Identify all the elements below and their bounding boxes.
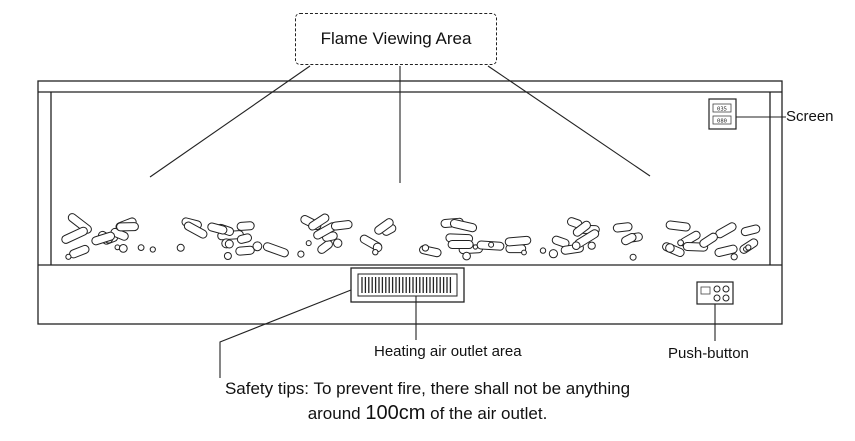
ember-stone (629, 253, 637, 261)
safety-leader-line (219, 289, 352, 378)
flame-viewing-area-callout: Flame Viewing Area (295, 13, 497, 65)
log-bed (61, 213, 761, 261)
screen-bottom-value: 080 (717, 119, 727, 125)
push-button-label: Push-button (668, 345, 749, 362)
ember-stone (488, 241, 495, 248)
log-piece (317, 239, 333, 254)
ember-stone (223, 252, 232, 260)
log-piece (447, 239, 474, 250)
ember-stone (149, 246, 156, 253)
ember-stone (548, 249, 559, 259)
ember-stone (224, 239, 234, 249)
screen-top-value: 035 (717, 107, 727, 113)
log-piece (116, 222, 139, 232)
ember-stone (421, 244, 430, 252)
log-piece (330, 220, 353, 231)
log-piece (572, 220, 591, 237)
ember-stone (372, 249, 379, 256)
log-piece (308, 213, 330, 231)
ember-stone (305, 240, 312, 247)
safety-line-1: Safety tips: To prevent fire, there shal… (224, 379, 631, 398)
ember-stone (587, 241, 596, 250)
ember-stone (677, 239, 684, 247)
safety-line-2: around 100cm of the air outlet. (0, 401, 855, 426)
log-piece (235, 245, 255, 256)
log-piece (665, 220, 691, 232)
ember-stone (176, 243, 185, 252)
log-piece (69, 244, 90, 259)
log-piece (61, 226, 88, 244)
ember-stone (730, 253, 738, 261)
log-piece (262, 242, 289, 258)
air-outlet-grille (350, 267, 465, 303)
ember-stone (137, 244, 145, 252)
screen-label: Screen (786, 108, 834, 125)
ember-stone (333, 238, 343, 248)
safety-line-2-suffix: of the air outlet. (425, 404, 548, 423)
log-piece (374, 218, 394, 235)
ember-stone (571, 241, 581, 250)
ember-stone (665, 243, 675, 253)
ember-stone (118, 244, 128, 253)
fireplace-body (37, 80, 783, 325)
ember-stone (521, 249, 527, 256)
log-piece (714, 244, 738, 257)
ember-stone (472, 244, 478, 250)
heating-outlet-label: Heating air outlet area (374, 343, 522, 360)
screen-display: 035 080 (708, 98, 737, 130)
log-piece (91, 231, 116, 246)
ember-stone (462, 251, 471, 261)
ember-stone (252, 241, 263, 252)
log-piece (612, 222, 633, 233)
log-piece (621, 232, 637, 246)
log-piece (504, 235, 532, 247)
safety-line-2-prefix: around (307, 404, 366, 423)
log-piece (699, 232, 718, 248)
safety-tips: Safety tips: To prevent fire, there shal… (0, 376, 855, 426)
ember-stone (297, 250, 305, 258)
log-piece (207, 222, 228, 235)
log-piece (236, 221, 255, 231)
ember-stone (745, 244, 752, 251)
log-piece (449, 219, 478, 233)
flame-viewing-area-label: Flame Viewing Area (320, 29, 472, 48)
log-piece (740, 224, 761, 237)
flame-area-leader-lines (149, 65, 651, 183)
safety-distance-value: 100cm (365, 402, 426, 424)
ember-stone (65, 253, 72, 260)
log-piece (551, 235, 570, 248)
ember-stone (539, 247, 547, 254)
log-piece (183, 221, 208, 239)
push-button-panel (696, 281, 734, 305)
log-piece (236, 233, 253, 244)
